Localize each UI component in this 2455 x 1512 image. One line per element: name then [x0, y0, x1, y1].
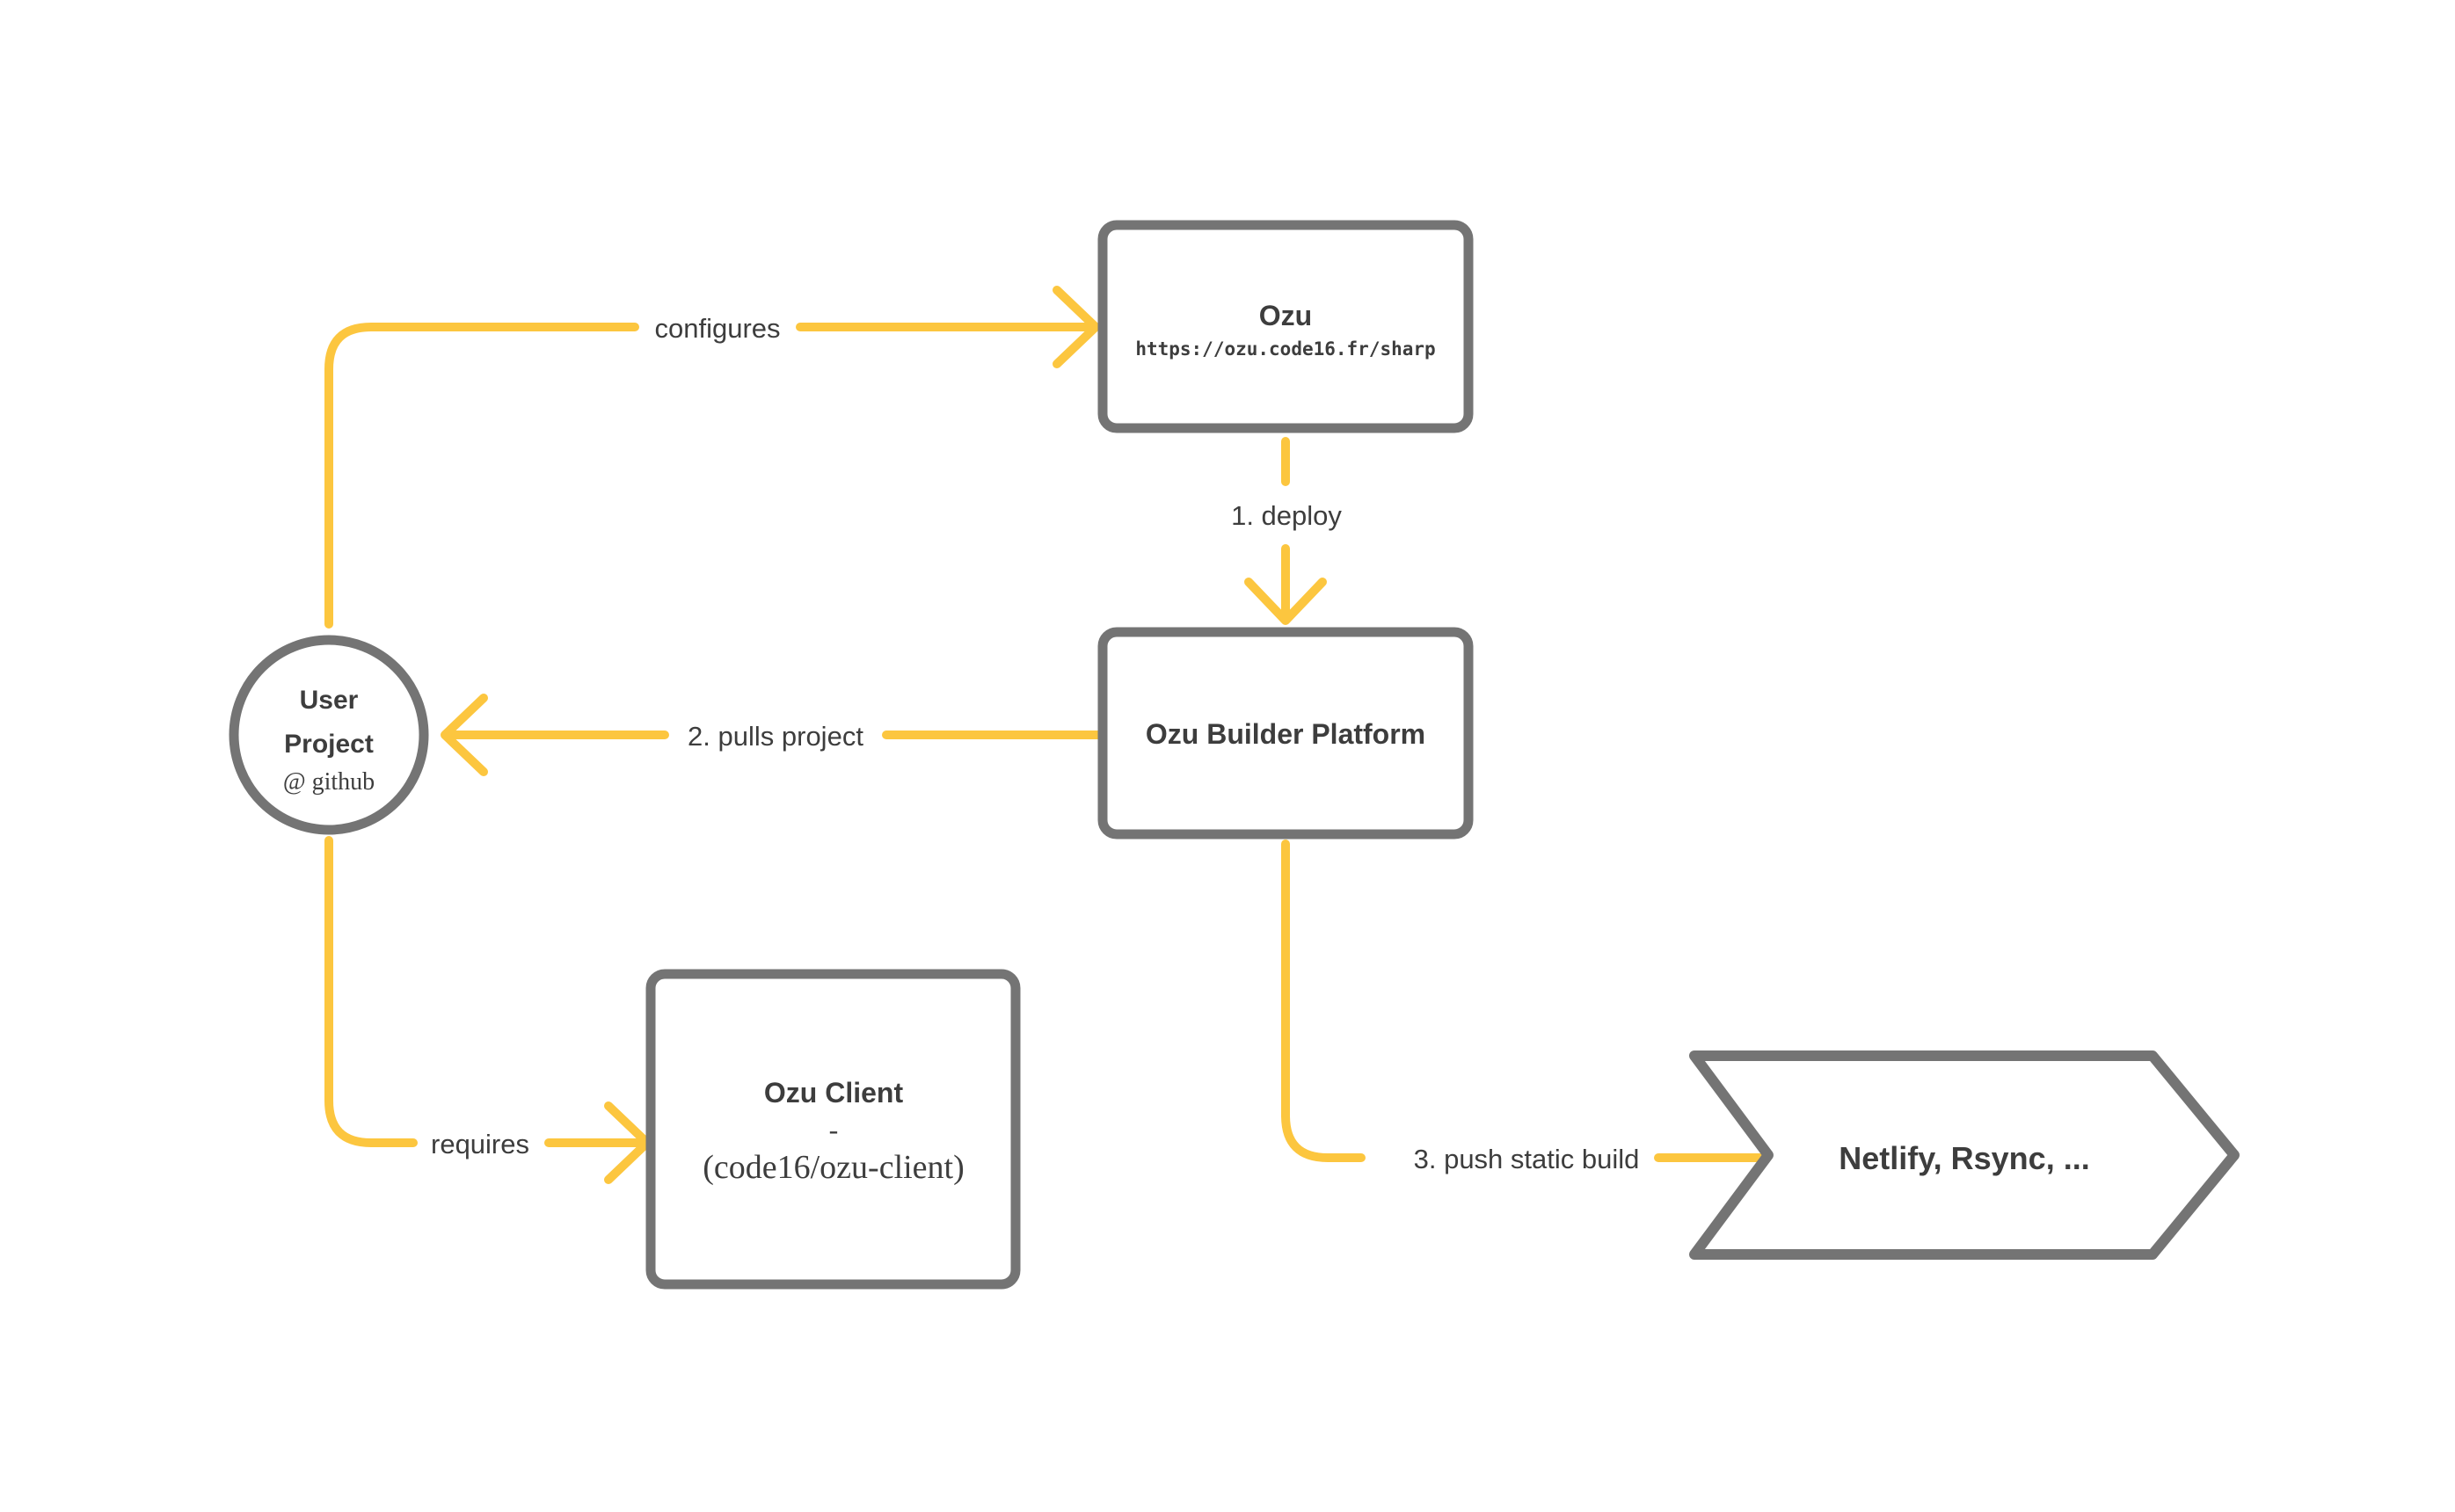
- user-project-circle: [229, 635, 429, 835]
- edge-requires: requires: [324, 836, 652, 1184]
- edge-pulls-project: 2. pulls project: [441, 694, 1104, 776]
- user-project-line1: User: [300, 686, 359, 715]
- netlify-banner-shape: [1689, 1050, 2240, 1260]
- edge-configures-label: configures: [654, 313, 780, 344]
- ozu-client-subtitle: (code16/ozu-client): [703, 1149, 965, 1186]
- ozu-builder-box: [1097, 627, 1474, 840]
- ozu-box: [1097, 220, 1474, 433]
- ozu-client-box: [645, 969, 1021, 1290]
- arrowhead-right-icon: [1053, 286, 1100, 368]
- user-project-line2: Project: [284, 730, 374, 759]
- edge-requires-line: [324, 836, 418, 1147]
- arrowhead-down-icon: [1244, 578, 1327, 625]
- edge-requires-label: requires: [431, 1129, 529, 1159]
- edge-deploy: 1. deploy: [1231, 437, 1342, 625]
- ozu-title: Ozu: [1259, 300, 1312, 331]
- ozu-url: https://ozu.code16.fr/sharp: [1135, 338, 1435, 360]
- edge-configures: configures: [324, 286, 1100, 629]
- arrowhead-left-icon: [441, 694, 488, 776]
- user-project-subtitle: @ github: [283, 768, 375, 796]
- edge-pulls-label: 2. pulls project: [688, 721, 863, 752]
- ozu-client-title: Ozu Client: [764, 1077, 904, 1109]
- edge-configures-line: [324, 323, 639, 629]
- ozu-client-separator: -: [829, 1114, 839, 1145]
- node-deploy-targets: Netlify, Rsync, ...: [1689, 1050, 2240, 1260]
- ozu-builder-title: Ozu Builder Platform: [1146, 718, 1425, 750]
- deploy-targets-title: Netlify, Rsync, ...: [1839, 1140, 2089, 1176]
- edge-push-label: 3. push static build: [1414, 1144, 1640, 1174]
- edge-push-line: [1281, 840, 1366, 1162]
- edge-push-static-build: 3. push static build: [1281, 840, 1765, 1174]
- node-ozu-client: Ozu Client - (code16/ozu-client): [645, 969, 1021, 1290]
- edge-deploy-label: 1. deploy: [1231, 500, 1342, 531]
- node-user-project: User Project @ github: [229, 635, 429, 835]
- node-ozu-builder-platform: Ozu Builder Platform: [1097, 627, 1474, 840]
- node-ozu: Ozu https://ozu.code16.fr/sharp: [1097, 220, 1474, 433]
